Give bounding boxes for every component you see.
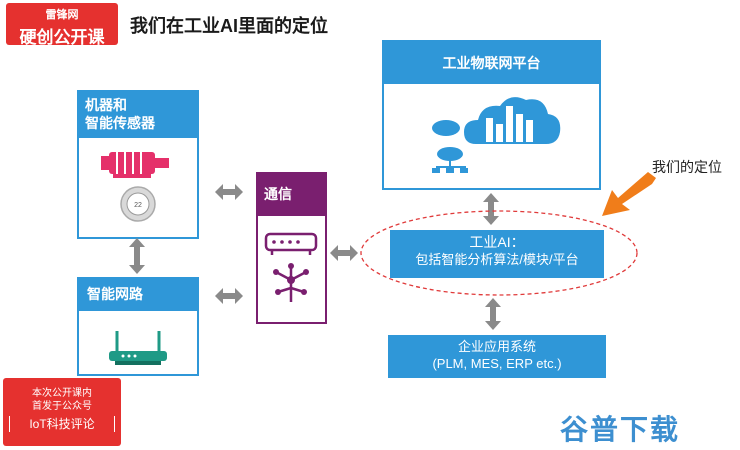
iot-platform-title: 工业物联网平台 [384, 42, 599, 84]
brand-logo-bottom-line3: IoT科技评论 [9, 416, 115, 432]
network-node-icon [273, 263, 309, 302]
page-title: 我们在工业AI里面的定位 [130, 16, 328, 36]
brand-logo-bottom: 本次公开课内 首发于公众号 IoT科技评论 [3, 378, 121, 446]
brand-logo-bottom-line1: 本次公开课内 [32, 388, 92, 399]
our-position-label: 我们的定位 [652, 159, 722, 175]
enterprise-apps-box: 企业应用系统 (PLM, MES, ERP etc.) [388, 335, 606, 378]
position-highlight-ellipse [360, 210, 638, 296]
sensors-network-arrow [129, 238, 145, 274]
motor-icon [101, 152, 169, 178]
brand-logo-line2: 硬创公开课 [19, 28, 105, 47]
industrial-ai-box: 工业AI： 包括智能分析算法/模块/平台 [390, 230, 604, 278]
comm-ai-arrow [330, 245, 358, 261]
sensors-box-title: 机器和 智能传感器 [79, 92, 197, 138]
network-box: 智能网路 [77, 277, 199, 376]
industrial-ai-subtitle: 包括智能分析算法/模块/平台 [415, 252, 579, 267]
cloud-platform-icon [432, 97, 561, 173]
smart-thermostat-icon: 22 [120, 186, 156, 222]
position-pointer-arrow [602, 172, 656, 216]
network-box-title: 智能网路 [79, 279, 197, 311]
brand-logo-top: 雷锋网 硬创公开课 [6, 3, 118, 47]
thermostat-reading: 22 [134, 202, 142, 209]
brand-logo-line1: 雷锋网 [45, 9, 79, 21]
enterprise-apps-title: 企业应用系统 [457, 339, 536, 354]
ai-enterprise-arrow [485, 298, 501, 330]
platform-ai-arrow [483, 193, 499, 225]
enterprise-apps-subtitle: (PLM, MES, ERP etc.) [432, 356, 562, 371]
modem-icon [264, 232, 318, 255]
sensors-box: 机器和 智能传感器 22 [77, 90, 199, 239]
iot-platform-box: 工业物联网平台 [382, 40, 601, 190]
comm-box-title: 通信 [258, 174, 325, 216]
network-comm-arrow [215, 288, 243, 304]
sensors-comm-arrow [215, 184, 243, 200]
brand-logo-bottom-line2: 首发于公众号 [32, 401, 92, 412]
watermark-text: 谷普下载 [560, 414, 681, 445]
industrial-ai-title: 工业AI： [469, 234, 525, 250]
comm-box: 通信 [256, 172, 327, 324]
router-icon [109, 331, 167, 365]
